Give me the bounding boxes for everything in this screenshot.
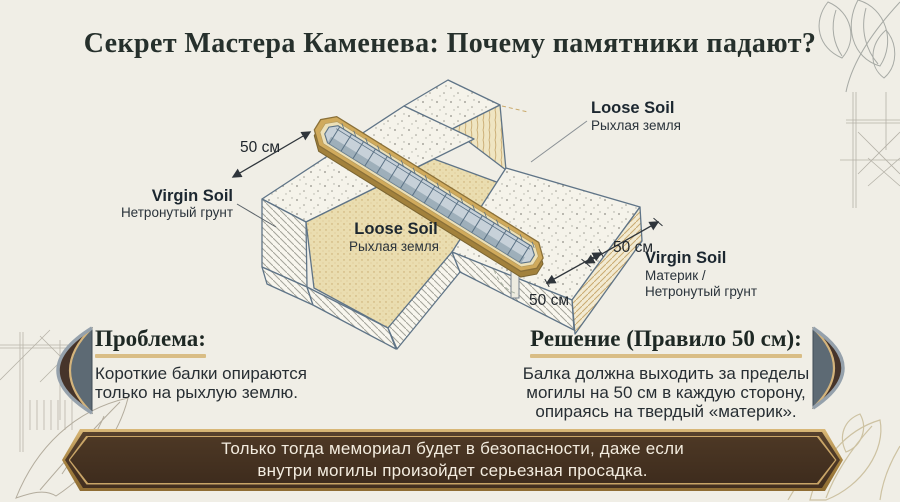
problem-heading-wrap: Проблема: (95, 326, 206, 358)
back-ramp-face (451, 104, 507, 171)
leader-loose-top (530, 120, 588, 163)
dim-label-right: 50 см (613, 239, 653, 256)
banner-inner-fill (70, 437, 835, 483)
banner-text: Только тогда мемориал будет в безопаснос… (62, 429, 843, 491)
solution-heading: Решение (Правило 50 см): (530, 326, 802, 351)
virgin-soil-right-ru2: Нетронутый грунт (645, 284, 757, 299)
dim-arrow-top-left (231, 131, 312, 178)
loose-soil-top-en: Loose Soil (591, 99, 674, 117)
dim-arrow-bottom (545, 252, 603, 284)
solution-heading-underline (530, 354, 802, 358)
settlement-dashed-line (493, 269, 519, 295)
bracket-left-ornament (56, 326, 93, 415)
front-face-2 (306, 286, 397, 350)
virgin-soil-left-ru: Нетронутый грунт (121, 205, 233, 220)
beam-stirrup-ticks (341, 123, 535, 248)
loose-soil-pit-en: Loose Soil (354, 220, 437, 238)
virgin-soil-left-en: Virgin Soil (152, 187, 233, 205)
bracket-right-ornament (812, 326, 845, 410)
conclusion-banner: Только тогда мемориал будет в безопаснос… (62, 429, 843, 491)
solution-line-2: могилы на 50 см в каждую сторону, (526, 383, 806, 402)
solution-line-3: опираясь на твердый «материк». (535, 402, 797, 421)
loose-soil-top-ru: Рыхлая земля (591, 118, 681, 133)
dim-label-bottom: 50 см (529, 292, 569, 309)
problem-section: Проблема: Короткие балки опираются тольк… (95, 326, 307, 402)
page-title: Секрет Мастера Каменева: Почему памятник… (83, 28, 817, 59)
problem-line-2: только на рыхлую землю. (95, 383, 299, 402)
deco-leaves-top-right (818, 0, 900, 93)
hidden-edge-dashed (501, 105, 529, 113)
virgin-soil-right-en: Virgin Soil (645, 249, 726, 267)
banner-line-1: Только тогда мемориал будет в безопаснос… (221, 439, 684, 458)
virgin-soil-right-ru1: Материк / (645, 268, 706, 283)
leader-virgin-left (236, 203, 277, 228)
solution-heading-wrap: Решение (Правило 50 см): (530, 326, 802, 358)
solution-line-1: Балка должна выходить за пределы (522, 364, 810, 383)
beam-rebar-rungs (328, 126, 531, 263)
problem-line-1: Короткие балки опираются (95, 364, 307, 383)
problem-text: Короткие балки опираются только на рыхлу… (95, 364, 307, 402)
deco-blueprint-top-right (840, 92, 900, 208)
problem-heading: Проблема: (95, 326, 206, 351)
solution-section: Решение (Правило 50 см): Балка должна вы… (516, 326, 816, 421)
dimension-lines (231, 120, 663, 288)
dim-label-top-left: 50 см (240, 139, 280, 156)
loose-soil-pit-ru: Рыхлая земля (349, 239, 439, 254)
reinforced-beam (313, 115, 544, 278)
banner-line-2: внутри могилы произойдет серьезная проса… (257, 461, 648, 480)
problem-heading-underline (95, 354, 206, 358)
solution-text: Балка должна выходить за пределы могилы … (516, 364, 816, 421)
dim-ticks-bottom (544, 248, 604, 288)
beam-top-rail (336, 128, 531, 250)
